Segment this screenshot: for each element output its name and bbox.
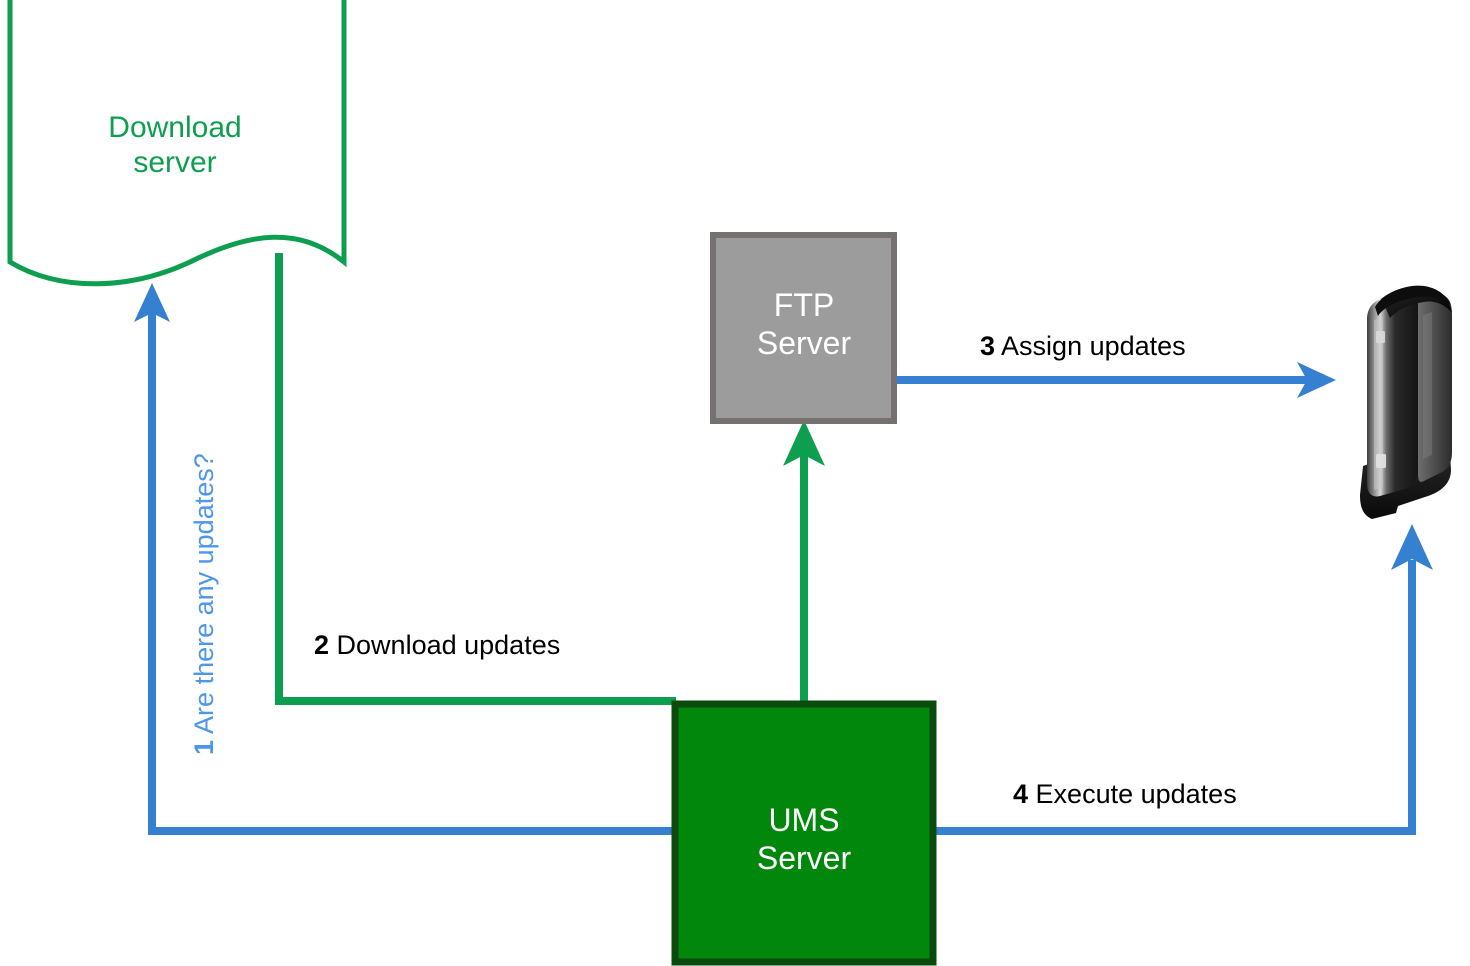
edge-1-number: 1: [189, 739, 219, 755]
edge-3-path: [897, 362, 1336, 398]
ftp-server-box: [710, 232, 897, 424]
edge-3-text: Assign updates: [1001, 331, 1186, 361]
edge-1-arrowhead: [134, 283, 170, 322]
edge-3-number: 3: [980, 331, 996, 361]
edge-2-label: 2 Download updates: [314, 632, 560, 659]
edge-4-text: Execute updates: [1035, 779, 1237, 809]
edge-3-arrowhead: [1297, 362, 1336, 398]
thin-client-icon: [1360, 285, 1452, 519]
edge-4-label: 4 Execute updates: [1013, 781, 1237, 808]
edge-1-label: 1 Are there any updates?: [189, 15, 225, 755]
edge-4-number: 4: [1013, 779, 1029, 809]
edge-ums-to-ftp-arrowhead: [783, 420, 825, 466]
edge-2-path: [275, 253, 676, 705]
edge-1-text: Are there any updates?: [189, 453, 219, 734]
edge-2-number: 2: [314, 630, 330, 660]
edge-1-path: [134, 283, 672, 835]
edge-3-label: 3 Assign updates: [980, 333, 1186, 360]
edge-ums-to-ftp-path: [783, 420, 825, 701]
download-server-shape: [7, 0, 347, 287]
ums-server-box: [671, 700, 937, 966]
edge-2-text: Download updates: [336, 630, 561, 660]
edge-4-arrowhead: [1391, 524, 1433, 570]
edge-4-path: [936, 524, 1433, 835]
